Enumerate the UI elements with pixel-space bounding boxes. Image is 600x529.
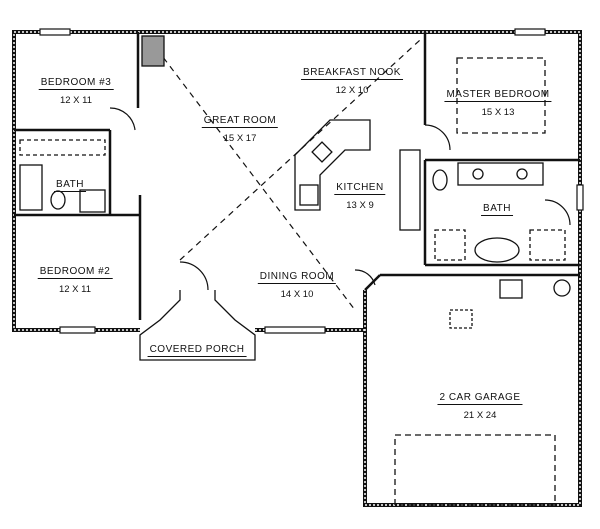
room-kitchen: KITCHEN 13 X 9 xyxy=(334,177,386,211)
room-name: KITCHEN xyxy=(334,182,386,195)
bed-outline xyxy=(456,57,546,134)
room-name: BREAKFAST NOOK xyxy=(301,67,403,80)
utility-sink xyxy=(553,279,571,297)
room-covered-porch: COVERED PORCH xyxy=(147,339,247,357)
room-dimensions: 12 X 11 xyxy=(58,284,92,295)
vault-lines xyxy=(149,39,421,311)
room-name: COVERED PORCH xyxy=(147,344,247,357)
garage-door xyxy=(394,434,556,506)
room-name: GREAT ROOM xyxy=(201,115,279,128)
porch-outline xyxy=(139,290,256,361)
room-dimensions: 12 X 10 xyxy=(335,85,369,96)
room-bedroom3: BEDROOM #3 12 X 11 xyxy=(38,72,114,106)
room-name: DINING ROOM xyxy=(257,271,337,284)
room-name: 2 CAR GARAGE xyxy=(437,392,523,405)
room-dimensions: 12 X 11 xyxy=(59,95,93,106)
room-dimensions: 15 X 13 xyxy=(481,107,515,118)
room-bedroom2: BEDROOM #2 12 X 11 xyxy=(37,261,113,295)
room-bath2: BATH xyxy=(481,198,513,216)
room-dimensions: 13 X 9 xyxy=(346,200,374,211)
room-dining-room: DINING ROOM 14 X 10 xyxy=(257,266,337,300)
room-dimensions: 21 X 24 xyxy=(463,410,497,421)
room-name: BATH xyxy=(54,179,86,192)
room-bath1: BATH xyxy=(54,174,86,192)
room-great-room: GREAT ROOM 15 X 17 xyxy=(201,110,279,144)
doors xyxy=(109,107,571,291)
room-name: BATH xyxy=(481,203,513,216)
room-name: BEDROOM #2 xyxy=(37,266,113,279)
room-master-bedroom: MASTER BEDROOM 15 X 13 xyxy=(444,84,552,118)
water-heater xyxy=(499,279,523,299)
kitchen-counters xyxy=(294,119,421,231)
bath1-fixtures xyxy=(19,139,106,213)
room-dimensions: 15 X 17 xyxy=(223,133,257,144)
room-name: BEDROOM #3 xyxy=(38,77,114,90)
bath2-fixtures xyxy=(432,162,566,263)
interior-walls xyxy=(14,32,580,320)
attic-access xyxy=(449,309,473,329)
room-dimensions: 14 X 10 xyxy=(280,289,314,300)
fireplace xyxy=(141,35,165,67)
room-name: MASTER BEDROOM xyxy=(444,89,552,102)
room-garage: 2 CAR GARAGE 21 X 24 xyxy=(437,387,523,421)
windows xyxy=(39,28,584,334)
room-breakfast-nook: BREAKFAST NOOK 12 X 10 xyxy=(301,62,403,96)
